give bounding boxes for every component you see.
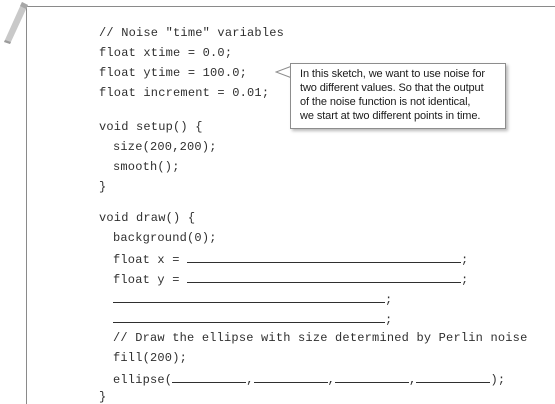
pencil-icon [4,2,28,44]
page-frame-top [26,6,555,7]
callout-pointer-icon [275,65,293,79]
code-fill-call: fill(200); [113,351,188,365]
blank-line-1[interactable] [113,291,385,303]
code-draw-close: } [99,390,107,404]
float-x-prefix: float x = [113,253,188,267]
code-draw-open: void draw() { [99,211,196,225]
semicolon: ; [461,253,469,267]
code-setup-close: } [99,180,107,194]
comma: , [246,373,254,387]
callout-line-4: we start at two different points in time… [300,110,481,122]
code-xtime: float xtime = 0.0; [99,46,233,60]
blank-ellipse-y[interactable] [253,371,328,383]
blank-ellipse-x[interactable] [172,371,247,383]
blank-ellipse-height[interactable] [416,371,491,383]
callout-line-3: of the noise function is not identical, [300,96,471,108]
code-blank-line-2: ; [113,311,392,327]
comment-ellipse: // Draw the ellipse with size determined… [113,331,528,345]
page-frame-left [26,6,27,404]
blank-line-2[interactable] [113,311,385,323]
blank-x-expression[interactable] [187,251,462,263]
code-size-call: size(200,200); [113,140,217,154]
code-blank-line-1: ; [113,291,392,307]
semicolon: ; [461,273,469,287]
code-ellipse-call: ellipse(,,,); [113,371,505,387]
code-increment: float increment = 0.01; [99,86,270,100]
comment-noise-time: // Noise "time" variables [99,26,285,40]
code-setup-open: void setup() { [99,120,203,134]
comma: , [409,373,417,387]
annotation-callout: In this sketch, we want to use noise for… [290,63,506,129]
callout-line-2: two different values. So that the output [300,82,484,94]
float-y-prefix: float y = [113,273,188,287]
code-ytime: float ytime = 100.0; [99,66,248,80]
code-float-y: float y = ; [113,271,468,287]
semicolon: ; [385,313,393,327]
blank-y-expression[interactable] [187,271,462,283]
ellipse-suffix: ); [490,373,506,387]
code-float-x: float x = ; [113,251,468,267]
ellipse-prefix: ellipse( [113,373,173,387]
callout-line-1: In this sketch, we want to use noise for [300,68,485,80]
code-smooth-call: smooth(); [113,160,180,174]
code-background-call: background(0); [113,231,217,245]
comma: , [327,373,336,387]
semicolon: ; [385,293,393,307]
blank-ellipse-width[interactable] [335,371,410,383]
